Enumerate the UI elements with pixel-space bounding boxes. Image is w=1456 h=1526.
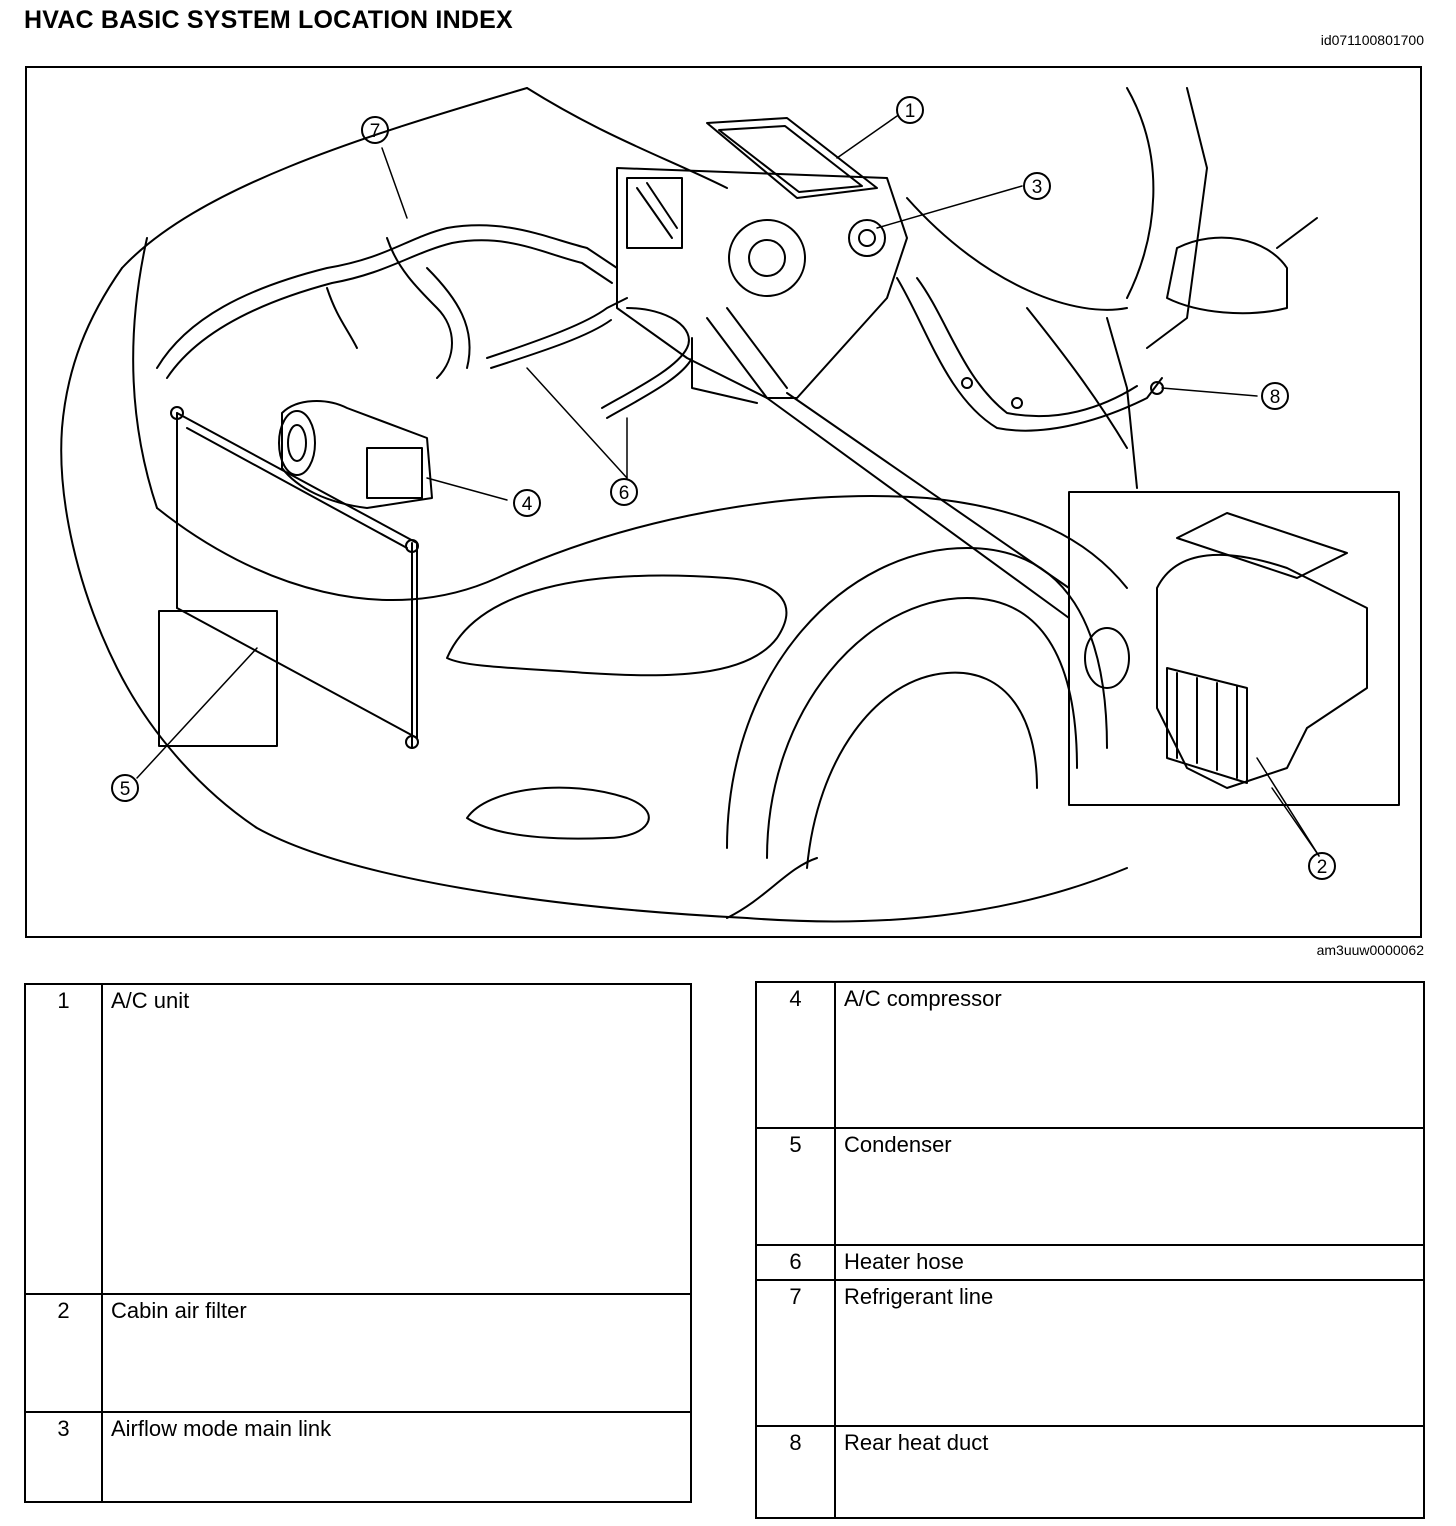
legend-table-right: 4 A/C compressor 5 Condenser 6 Heater ho… <box>755 981 1425 1519</box>
callout-7: 7 <box>361 116 389 144</box>
callout-6: 6 <box>610 478 638 506</box>
legend-label: Airflow mode main link <box>101 1411 692 1503</box>
legend-number: 6 <box>755 1244 836 1281</box>
refrigerant-lines <box>156 224 618 379</box>
callout-8: 8 <box>1261 382 1289 410</box>
front-wheel <box>726 547 1108 869</box>
ac-unit <box>616 117 908 404</box>
legend-row: 1 A/C unit <box>24 983 692 1295</box>
ac-compressor <box>278 400 433 509</box>
figure-id: am3uuw0000062 <box>1316 942 1424 958</box>
callout-1: 1 <box>896 96 924 124</box>
legend-row: 2 Cabin air filter <box>24 1293 692 1413</box>
svg-text:5: 5 <box>120 779 131 800</box>
svg-text:4: 4 <box>522 494 533 515</box>
fog-light <box>466 786 650 840</box>
legend-row: 5 Condenser <box>755 1127 1425 1246</box>
legend-row: 8 Rear heat duct <box>755 1425 1425 1519</box>
headlight <box>446 574 788 677</box>
leader-lines <box>136 115 1320 857</box>
legend-label: Rear heat duct <box>834 1425 1425 1519</box>
legend-label: Heater hose <box>834 1244 1425 1281</box>
callout-2: 2 <box>1308 852 1336 880</box>
svg-text:8: 8 <box>1270 387 1281 408</box>
car-body <box>60 87 1318 923</box>
legend-row: 6 Heater hose <box>755 1244 1425 1281</box>
page-title: HVAC BASIC SYSTEM LOCATION INDEX <box>24 6 513 34</box>
rear-heat-duct <box>896 277 1164 432</box>
legend-number: 4 <box>755 981 836 1129</box>
svg-text:6: 6 <box>619 483 630 504</box>
legend-table-left: 1 A/C unit 2 Cabin air filter 3 Airflow … <box>24 983 692 1503</box>
legend-label: Refrigerant line <box>834 1279 1425 1427</box>
condenser <box>158 406 419 749</box>
svg-text:2: 2 <box>1317 857 1328 878</box>
callout-5: 5 <box>111 774 139 802</box>
svg-text:7: 7 <box>370 121 381 142</box>
legend-number: 7 <box>755 1279 836 1427</box>
document-id: id071100801700 <box>1320 32 1424 48</box>
legend-row: 7 Refrigerant line <box>755 1279 1425 1427</box>
heater-hoses <box>486 297 693 419</box>
legend-label: A/C compressor <box>834 981 1425 1129</box>
legend-number: 8 <box>755 1425 836 1519</box>
legend-number: 5 <box>755 1127 836 1246</box>
legend-row: 4 A/C compressor <box>755 981 1425 1129</box>
legend-label: Condenser <box>834 1127 1425 1246</box>
legend-row: 3 Airflow mode main link <box>24 1411 692 1503</box>
hvac-location-diagram: 1 2 3 4 5 6 7 8 <box>25 66 1422 938</box>
legend-label: A/C unit <box>101 983 692 1295</box>
legend-number: 3 <box>24 1411 103 1503</box>
svg-text:3: 3 <box>1032 177 1043 198</box>
legend-label: Cabin air filter <box>101 1293 692 1413</box>
legend-number: 1 <box>24 983 103 1295</box>
diagram-drawing: 1 2 3 4 5 6 7 8 <box>60 87 1400 923</box>
callout-3: 3 <box>1023 172 1051 200</box>
svg-text:1: 1 <box>905 101 916 122</box>
callout-4: 4 <box>513 489 541 517</box>
legend-number: 2 <box>24 1293 103 1413</box>
cabin-filter-inset <box>766 392 1400 806</box>
